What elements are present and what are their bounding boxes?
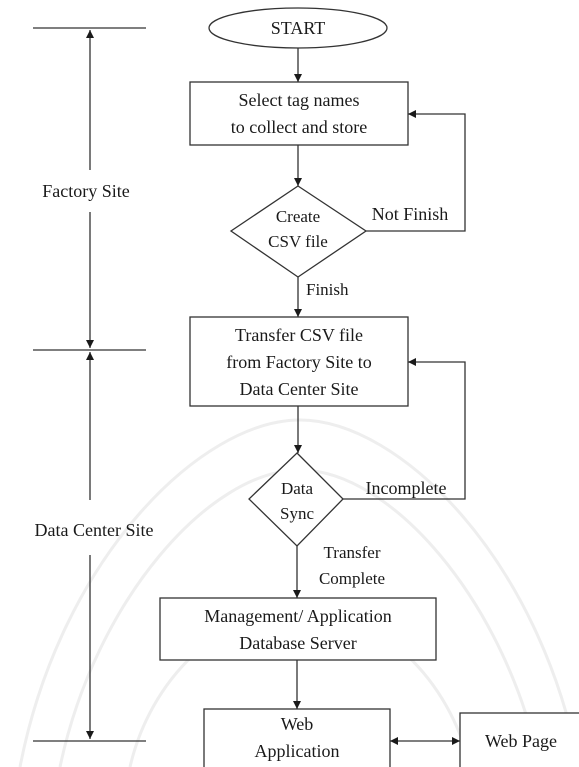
transfer-complete-line-2: Complete — [319, 569, 385, 588]
web-page-node: Web Page — [459, 712, 579, 767]
web-application-line-2: Application — [255, 741, 340, 761]
start-label: START — [271, 18, 325, 38]
transfer-complete-line-1: Transfer — [324, 543, 381, 562]
incomplete-label: Incomplete — [366, 478, 447, 498]
web-application-line-1: Web — [281, 714, 314, 734]
create-csv-line-1: Create — [276, 207, 320, 226]
management-database-process: Management/ Application Database Server — [159, 597, 437, 661]
zone-markers: Factory Site Data Center Site — [33, 27, 154, 742]
finish-label: Finish — [306, 280, 349, 299]
data-center-site-label: Data Center Site — [35, 520, 154, 540]
transfer-csv-process: Transfer CSV file from Factory Site to D… — [189, 316, 409, 407]
data-sync-line-1: Data — [281, 479, 314, 498]
create-csv-line-2: CSV file — [268, 232, 328, 251]
transfer-csv-line-2: from Factory Site to — [226, 352, 371, 372]
factory-site-label: Factory Site — [42, 181, 130, 201]
create-csv-decision: Create CSV file — [229, 185, 368, 278]
select-tags-line-1: Select tag names — [239, 90, 360, 110]
select-tags-process: Select tag names to collect and store — [189, 81, 409, 146]
start-node: START — [208, 7, 388, 49]
management-db-line-1: Management/ Application — [204, 606, 391, 626]
transfer-csv-line-1: Transfer CSV file — [235, 325, 363, 345]
select-tags-line-2: to collect and store — [231, 117, 367, 137]
data-sync-line-2: Sync — [280, 504, 314, 523]
arrow-not-finish-loop — [366, 110, 466, 232]
transfer-csv-line-3: Data Center Site — [240, 379, 359, 399]
arrow-incomplete-loop — [343, 358, 466, 500]
connectors — [293, 48, 466, 745]
not-finish-label: Not Finish — [372, 204, 449, 224]
edge-labels: Not Finish Finish Incomplete Transfer Co… — [306, 204, 448, 588]
data-sync-decision: Data Sync — [248, 452, 344, 547]
web-application-node: Web Application — [203, 708, 391, 767]
web-page-label: Web Page — [485, 731, 557, 751]
management-db-line-2: Database Server — [239, 633, 356, 653]
